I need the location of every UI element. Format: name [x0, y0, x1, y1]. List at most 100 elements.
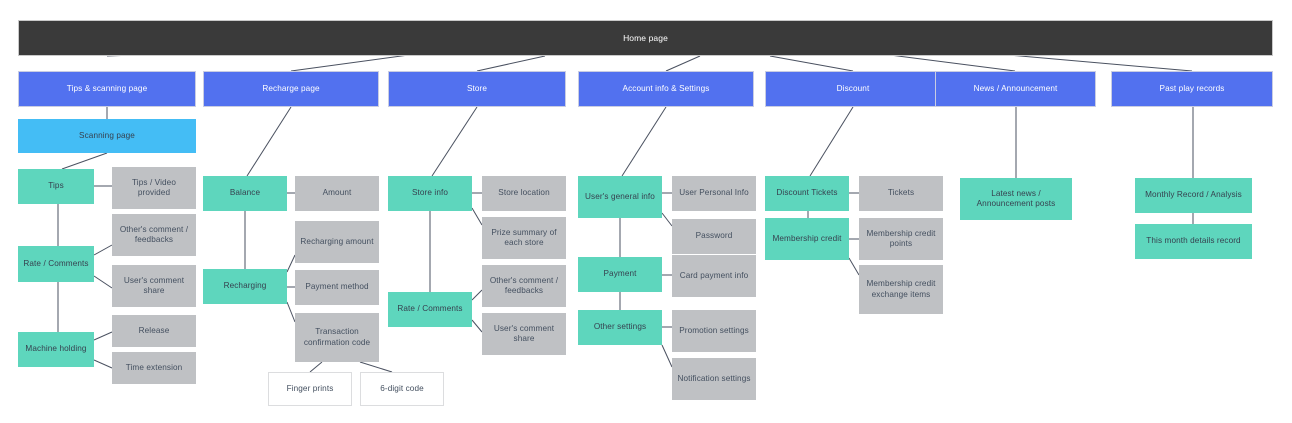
node-latest-news-announcement-posts-label: Latest news / Announcement posts	[976, 188, 1056, 209]
node-6-digit-code-label: 6-digit code	[380, 383, 424, 393]
node-notification-settings-label: Notification settings	[677, 373, 751, 383]
connector-line	[476, 55, 546, 72]
node-amount[interactable]: Amount	[295, 176, 379, 211]
node-tickets[interactable]: Tickets	[859, 176, 943, 211]
section-node-store[interactable]: Store	[388, 71, 566, 107]
node-password[interactable]: Password	[672, 219, 756, 254]
node-user-s-comment-share-label: User's comment share	[493, 323, 555, 344]
section-node-tips-scanning-page[interactable]: Tips & scanning page	[18, 71, 196, 107]
connector-line	[286, 254, 296, 273]
node-other-s-comment-feedbacks[interactable]: Other's comment / feedbacks	[482, 265, 566, 307]
node-other-s-comment-feedbacks[interactable]: Other's comment / feedbacks	[112, 214, 196, 256]
node-promotion-settings[interactable]: Promotion settings	[672, 310, 756, 352]
connector-line	[769, 55, 854, 72]
node-finger-prints[interactable]: Finger prints	[268, 372, 352, 406]
node-prize-summary-of-each-store[interactable]: Prize summary of each store	[482, 217, 566, 259]
node-payment-label: Payment	[603, 269, 637, 279]
node-tips-video-provided-label: Tips / Video provided	[132, 177, 176, 198]
node-scanning-page[interactable]: Scanning page	[18, 119, 196, 153]
node-other-settings-label: Other settings	[593, 322, 647, 332]
node-rate-comments[interactable]: Rate / Comments	[18, 246, 94, 282]
connector-line	[93, 244, 113, 256]
node-transaction-confirmation-code[interactable]: Transaction confirmation code	[295, 313, 379, 362]
node-recharging-amount[interactable]: Recharging amount	[295, 221, 379, 263]
connector-line	[431, 106, 478, 177]
connector-line	[661, 212, 673, 227]
section-node-recharge-page[interactable]: Recharge page	[203, 71, 379, 107]
node-discount-tickets[interactable]: Discount Tickets	[765, 176, 849, 211]
node-6-digit-code[interactable]: 6-digit code	[360, 372, 444, 406]
node-prize-summary-of-each-store-label: Prize summary of each store	[491, 227, 557, 248]
node-store-info[interactable]: Store info	[388, 176, 472, 211]
section-node-news-announcement[interactable]: News / Announcement	[935, 71, 1096, 107]
section-node-past-play-records-label: Past play records	[1159, 83, 1225, 93]
node-machine-holding-label: Machine holding	[25, 344, 87, 354]
node-other-settings[interactable]: Other settings	[578, 310, 662, 345]
node-membership-credit-exchange-items-label: Membership credit exchange items	[866, 279, 936, 299]
node-user-s-general-info-label: User's general info	[585, 191, 655, 201]
connector-line	[359, 361, 393, 373]
node-finger-prints-label: Finger prints	[286, 383, 334, 393]
node-card-payment-info-label: Card payment info	[679, 270, 749, 280]
node-user-s-comment-share[interactable]: User's comment share	[482, 313, 566, 355]
node-time-extension[interactable]: Time extension	[112, 352, 196, 384]
node-payment-method[interactable]: Payment method	[295, 270, 379, 305]
node-user-personal-info[interactable]: User Personal Info	[672, 176, 756, 211]
node-release[interactable]: Release	[112, 315, 196, 347]
connector-line	[93, 359, 113, 369]
root-node-home-page[interactable]: Home page	[18, 20, 1273, 56]
node-tips[interactable]: Tips	[18, 169, 94, 204]
connector-line	[246, 106, 292, 177]
connector-line	[809, 106, 854, 177]
root-node-home-page-label: Home page	[623, 32, 668, 43]
node-store-location[interactable]: Store location	[482, 176, 566, 211]
node-membership-credit-points-label: Membership credit points	[866, 228, 936, 249]
node-this-month-details-record[interactable]: This month details record	[1135, 224, 1252, 259]
node-tickets-label: Tickets	[887, 188, 915, 198]
node-time-extension-label: Time extension	[125, 362, 183, 372]
section-node-store-label: Store	[466, 83, 488, 93]
node-machine-holding[interactable]: Machine holding	[18, 332, 94, 367]
section-node-tips-scanning-page-label: Tips & scanning page	[66, 83, 148, 93]
node-membership-credit[interactable]: Membership credit	[765, 218, 849, 260]
node-membership-credit-points[interactable]: Membership credit points	[859, 218, 943, 260]
node-other-s-comment-feedbacks-label: Other's comment / feedbacks	[489, 275, 559, 296]
connector-line	[621, 106, 667, 177]
node-payment-method-label: Payment method	[305, 282, 369, 292]
node-tips-video-provided[interactable]: Tips / Video provided	[112, 167, 196, 209]
node-membership-credit-exchange-items[interactable]: Membership credit exchange items	[859, 265, 943, 314]
node-transaction-confirmation-code-label: Transaction confirmation code	[303, 327, 371, 347]
node-notification-settings[interactable]: Notification settings	[672, 358, 756, 400]
section-node-account-info-settings-label: Account info & Settings	[622, 83, 710, 93]
node-user-personal-info-label: User Personal Info	[679, 188, 749, 198]
node-monthly-record-analysis[interactable]: Monthly Record / Analysis	[1135, 178, 1252, 213]
node-monthly-record-analysis-label: Monthly Record / Analysis	[1145, 190, 1242, 200]
section-node-past-play-records[interactable]: Past play records	[1111, 71, 1273, 107]
connector-line	[848, 257, 860, 276]
connector-line	[93, 331, 113, 341]
connector-line	[471, 207, 483, 226]
node-card-payment-info[interactable]: Card payment info	[672, 255, 756, 297]
section-node-discount[interactable]: Discount	[765, 71, 941, 107]
connector-line	[61, 152, 108, 170]
node-rate-comments[interactable]: Rate / Comments	[388, 292, 472, 327]
node-user-s-comment-share[interactable]: User's comment share	[112, 265, 196, 307]
node-payment[interactable]: Payment	[578, 257, 662, 292]
node-amount-label: Amount	[322, 188, 352, 198]
node-recharging-amount-label: Recharging amount	[300, 236, 374, 246]
node-this-month-details-record-label: This month details record	[1146, 236, 1241, 246]
node-password-label: Password	[695, 231, 733, 241]
node-recharging-label: Recharging	[223, 281, 267, 291]
section-node-account-info-settings[interactable]: Account info & Settings	[578, 71, 754, 107]
node-latest-news-announcement-posts[interactable]: Latest news / Announcement posts	[960, 178, 1072, 220]
connector-line	[661, 344, 673, 368]
node-balance[interactable]: Balance	[203, 176, 287, 211]
connector-line	[471, 289, 483, 301]
node-user-s-general-info[interactable]: User's general info	[578, 176, 662, 218]
section-node-recharge-page-label: Recharge page	[262, 83, 320, 93]
node-promotion-settings-label: Promotion settings	[679, 325, 749, 335]
node-store-info-label: Store info	[411, 188, 449, 198]
node-recharging[interactable]: Recharging	[203, 269, 287, 304]
connector-line	[309, 361, 323, 373]
